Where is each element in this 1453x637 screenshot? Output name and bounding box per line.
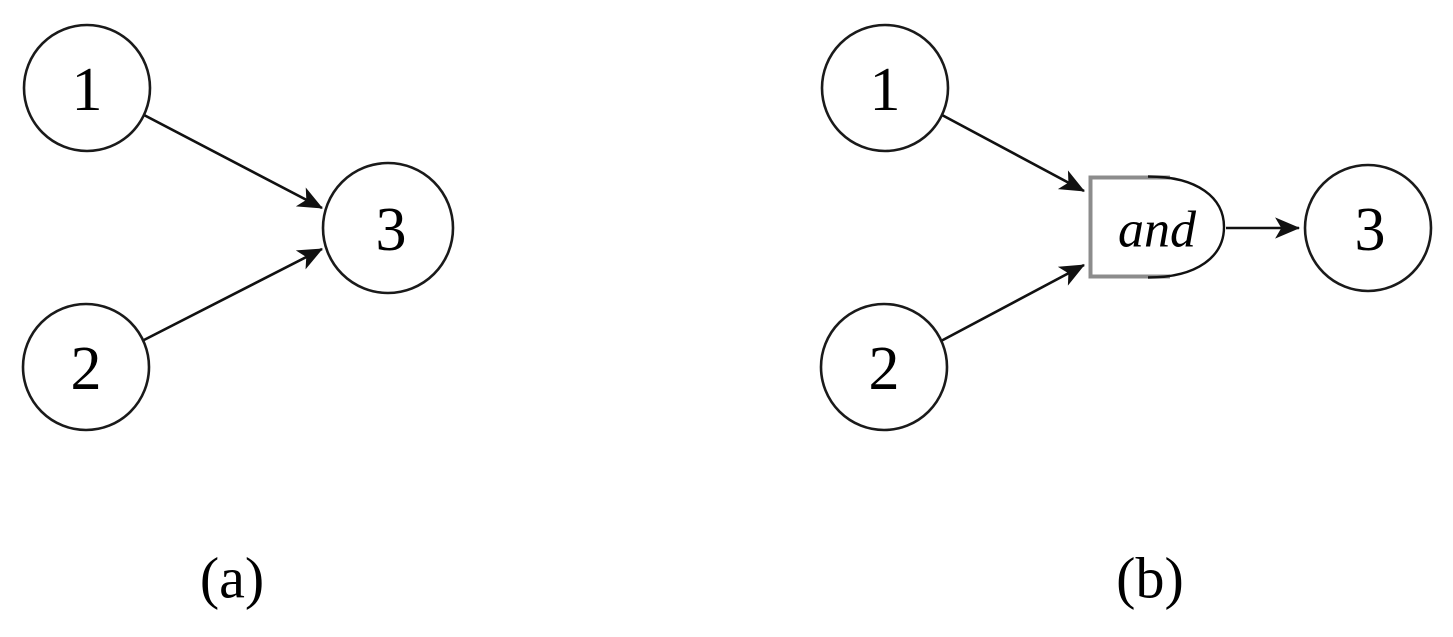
panel-b: and 1 2 3 (b) bbox=[819, 23, 1433, 611]
b-node-3[interactable]: 3 bbox=[1303, 163, 1433, 293]
and-gate-fill bbox=[1089, 176, 1224, 278]
a-edge-2-3 bbox=[141, 247, 323, 343]
b-node-2-circle[interactable] bbox=[819, 302, 949, 432]
a-node-2[interactable]: 2 bbox=[21, 302, 151, 432]
b-edge-1-gate bbox=[941, 113, 1085, 193]
a-node-2-label: 2 bbox=[71, 335, 102, 403]
b-node-2-label: 2 bbox=[869, 335, 900, 403]
b-node-1[interactable]: 1 bbox=[820, 23, 950, 153]
a-node-3-circle[interactable] bbox=[321, 161, 455, 295]
and-gate-curve bbox=[1147, 175, 1226, 279]
panel-a-caption: (a) bbox=[200, 546, 264, 611]
b-node-1-circle[interactable] bbox=[820, 23, 950, 153]
a-node-3[interactable]: 3 bbox=[321, 161, 455, 295]
b-edge-2-gate bbox=[940, 263, 1085, 343]
and-gate-rect-border bbox=[1088, 175, 1170, 279]
a-node-1-circle[interactable] bbox=[22, 23, 152, 153]
a-edge-1-3 bbox=[143, 113, 323, 210]
b-node-2[interactable]: 2 bbox=[819, 302, 949, 432]
panel-a: 1 2 3 (a) bbox=[21, 23, 455, 611]
and-gate-label: and bbox=[1118, 202, 1197, 259]
b-node-3-label: 3 bbox=[1355, 196, 1386, 264]
a-node-3-label: 3 bbox=[376, 196, 407, 264]
panel-b-caption: (b) bbox=[1116, 546, 1184, 611]
b-node-3-circle[interactable] bbox=[1303, 163, 1433, 293]
a-node-1[interactable]: 1 bbox=[22, 23, 152, 153]
a-node-2-circle[interactable] bbox=[21, 302, 151, 432]
and-gate[interactable]: and bbox=[1088, 175, 1226, 279]
a-node-1-label: 1 bbox=[72, 56, 103, 124]
b-node-1-label: 1 bbox=[870, 56, 901, 124]
